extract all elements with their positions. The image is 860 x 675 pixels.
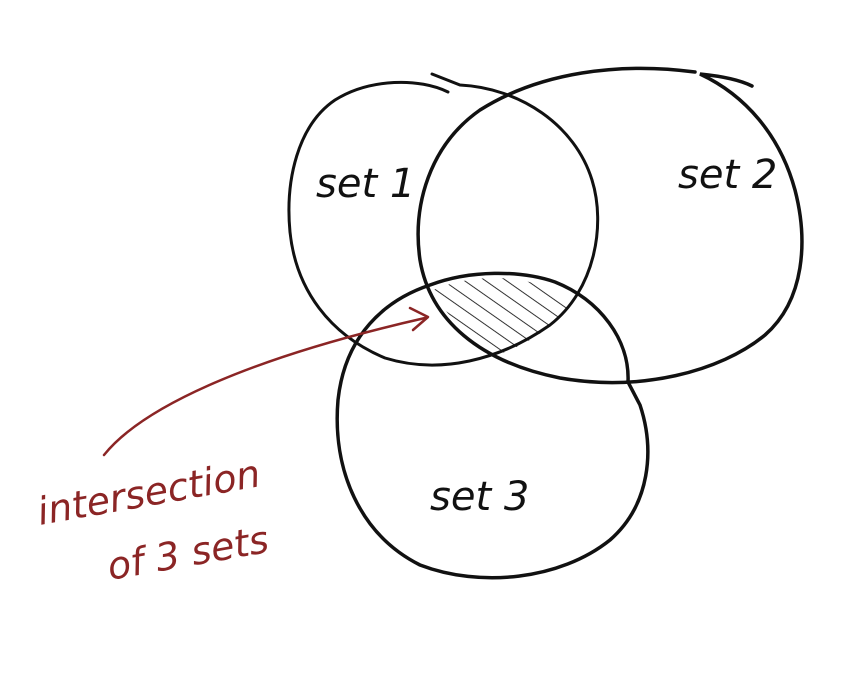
annotation-arrow xyxy=(102,316,427,457)
set-2-label: set 2 xyxy=(678,152,777,198)
set-1-circle xyxy=(287,72,600,367)
set-1-label: set 1 xyxy=(316,161,415,207)
set-3-circle xyxy=(335,271,650,580)
set-2-circle xyxy=(416,66,804,385)
intersection-region xyxy=(415,278,599,363)
set-3-label: set 3 xyxy=(430,474,529,520)
annotation-arrowhead xyxy=(408,306,430,332)
annotation-line-1: intersection xyxy=(34,451,264,533)
annotation-line-2: of 3 sets xyxy=(104,517,272,589)
